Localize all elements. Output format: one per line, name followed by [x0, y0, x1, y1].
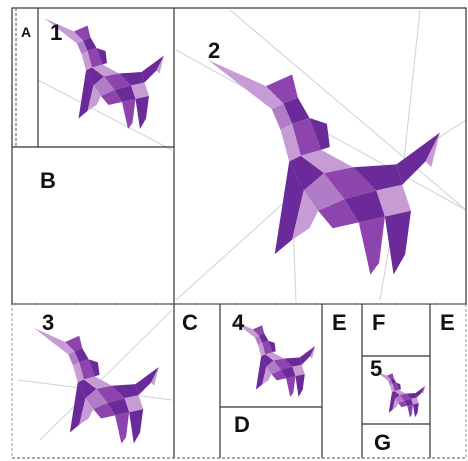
label-a: A — [21, 24, 31, 40]
label-g: G — [374, 430, 391, 455]
label-4: 4 — [232, 310, 245, 335]
label-e-left: E — [332, 310, 347, 335]
label-1: 1 — [50, 20, 62, 45]
unicorn-3 — [34, 328, 159, 443]
label-c: C — [182, 310, 198, 335]
label-2: 2 — [208, 38, 220, 63]
label-f: F — [372, 310, 385, 335]
label-3: 3 — [42, 310, 54, 335]
label-b: B — [40, 168, 56, 193]
label-e-right: E — [440, 310, 455, 335]
label-d: D — [234, 412, 250, 437]
unicorn-4 — [232, 320, 315, 397]
unicorn-2 — [208, 60, 440, 275]
label-5: 5 — [370, 356, 382, 381]
